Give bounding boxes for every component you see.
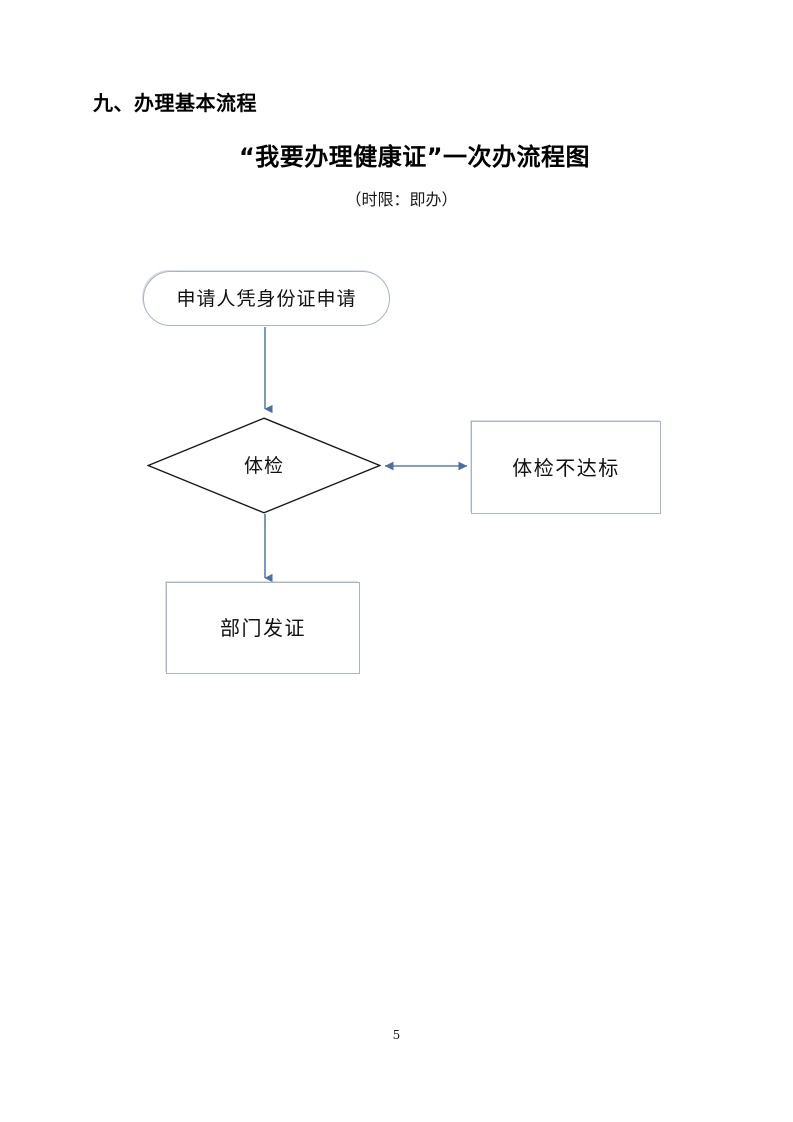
diamond-shape-icon: [147, 417, 381, 514]
flow-node-issue-label: 部门发证: [220, 616, 306, 640]
flow-node-decision-label: 体检: [243, 454, 284, 477]
flowchart: 申请人凭身份证申请 体检 体检不达标 部门发证: [143, 271, 661, 674]
section-heading: 九、办理基本流程: [93, 91, 257, 115]
page-title: “我要办理健康证”一次办流程图: [238, 143, 591, 171]
flow-node-start[interactable]: 申请人凭身份证申请: [143, 271, 390, 326]
flow-node-issue[interactable]: 部门发证: [166, 582, 360, 674]
page-subtitle: （时限：即办）: [345, 190, 458, 209]
flow-node-fail[interactable]: 体检不达标: [471, 421, 661, 514]
flow-node-decision[interactable]: 体检: [147, 417, 381, 514]
flow-node-start-label: 申请人凭身份证申请: [176, 287, 357, 310]
flow-node-fail-label: 体检不达标: [512, 455, 620, 480]
page-number: 5: [392, 1028, 401, 1042]
